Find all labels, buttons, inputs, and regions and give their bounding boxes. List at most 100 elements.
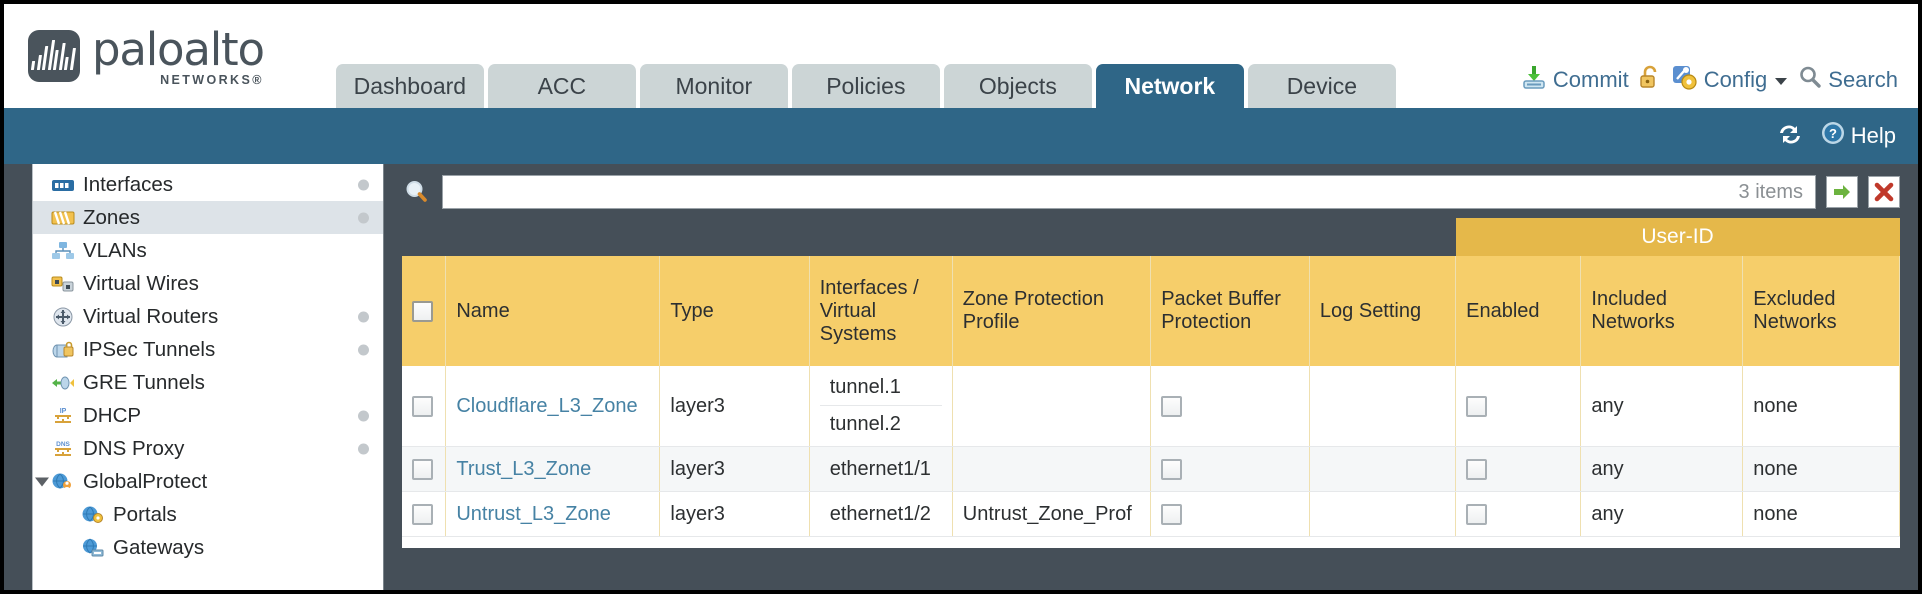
- userid-enabled-checkbox[interactable]: [1466, 395, 1488, 417]
- row-checkbox[interactable]: [412, 503, 433, 525]
- chevron-down-icon[interactable]: [35, 477, 49, 486]
- tab-device[interactable]: Device: [1247, 64, 1396, 108]
- column-header-zone-protection-profile[interactable]: Zone Protection Profile: [952, 256, 1152, 366]
- paloalto-bars-logo-icon: [28, 30, 80, 83]
- column-header-label: Included Networks: [1591, 288, 1675, 333]
- zone-name-link[interactable]: Untrust_L3_Zone: [456, 502, 611, 525]
- sidebar-item-vlans[interactable]: VLANs: [33, 234, 383, 267]
- refresh-icon[interactable]: [1776, 121, 1804, 152]
- zone-name-link[interactable]: Cloudflare_L3_Zone: [456, 394, 638, 417]
- apply-filter-button[interactable]: [1826, 176, 1858, 208]
- sidebar-item-label: Virtual Routers: [83, 304, 219, 328]
- row-checkbox[interactable]: [412, 395, 433, 417]
- sidebar-status-dot: [358, 311, 369, 322]
- sidebar-item-gateways[interactable]: Gateways: [33, 531, 383, 564]
- tab-label: Device: [1286, 72, 1357, 99]
- column-header-type[interactable]: Type: [659, 256, 810, 366]
- userid-enabled-checkbox[interactable]: [1466, 458, 1488, 480]
- zone-protection-profile-cell: Untrust_Zone_Prof: [952, 491, 1152, 537]
- sidebar-item-label: DHCP: [83, 403, 142, 427]
- column-header-label: Name: [456, 299, 510, 322]
- interface-value: tunnel.2: [829, 412, 901, 435]
- search-button[interactable]: Search: [1798, 65, 1898, 95]
- sidebar-item-label: VLANs: [83, 238, 147, 262]
- column-header-name[interactable]: Name: [445, 256, 661, 366]
- packet-buffer-protection-checkbox[interactable]: [1161, 395, 1183, 417]
- zone-protection-profile-cell: [952, 446, 1152, 492]
- interface-item: ethernet1/1: [820, 451, 942, 487]
- search-field-wrapper[interactable]: 3 items: [442, 175, 1816, 209]
- column-header-excluded-networks[interactable]: Excluded Networks: [1742, 256, 1900, 366]
- commit-button[interactable]: Commit: [1521, 64, 1629, 96]
- tab-acc[interactable]: ACC: [487, 64, 636, 108]
- packet-buffer-protection-checkbox[interactable]: [1161, 503, 1183, 525]
- zone-type-cell: layer3: [659, 446, 810, 492]
- sidebar-item-virtual-wires[interactable]: Virtual Wires: [33, 267, 383, 300]
- column-header-packet-buffer-protection[interactable]: Packet Buffer Protection: [1150, 256, 1310, 366]
- select-all-header: [402, 256, 447, 366]
- column-header-included-networks[interactable]: Included Networks: [1580, 256, 1744, 366]
- sidebar-status-dot: [358, 344, 369, 355]
- column-header-log-setting[interactable]: Log Setting: [1309, 256, 1457, 366]
- gateways-icon: [81, 538, 105, 558]
- sidebar-item-interfaces[interactable]: Interfaces: [33, 168, 383, 201]
- tab-monitor[interactable]: Monitor: [639, 64, 788, 108]
- sidebar-item-ipsec-tunnels[interactable]: IPSec Tunnels: [33, 333, 383, 366]
- tab-objects[interactable]: Objects: [943, 64, 1092, 108]
- sidebar-item-gre-tunnels[interactable]: GRE Tunnels: [33, 366, 383, 399]
- virtual-wires-icon: [51, 274, 75, 294]
- row-select-cell: [402, 366, 447, 447]
- row-checkbox[interactable]: [412, 458, 433, 480]
- sidebar-item-portals[interactable]: Portals: [33, 498, 383, 531]
- sidebar-status-dot: [358, 443, 369, 454]
- zone-interfaces-cell: ethernet1/2: [809, 491, 953, 537]
- config-menu[interactable]: Config: [1671, 64, 1790, 96]
- interfaces-icon: [51, 175, 75, 195]
- sidebar-item-zones[interactable]: Zones: [33, 201, 383, 234]
- help-button[interactable]: ? Help: [1820, 120, 1896, 152]
- tab-label: Monitor: [675, 72, 753, 99]
- sidebar-item-globalprotect[interactable]: GlobalProtect: [33, 465, 383, 498]
- sidebar-status-dot: [358, 212, 369, 223]
- excluded-networks-value: none: [1753, 394, 1798, 417]
- log-setting-cell: [1309, 366, 1457, 447]
- column-header-interfaces-virtual-systems[interactable]: Interfaces / Virtual Systems: [809, 256, 953, 366]
- table-search-icon[interactable]: [402, 179, 432, 205]
- commit-save-icon: [1521, 64, 1547, 96]
- unlock-button[interactable]: [1638, 64, 1662, 96]
- sidebar-item-label: Portals: [113, 502, 177, 526]
- zone-name-link[interactable]: Trust_L3_Zone: [456, 457, 592, 480]
- userid-enabled-checkbox[interactable]: [1466, 503, 1488, 525]
- tab-network[interactable]: Network: [1095, 64, 1244, 108]
- packet-buffer-protection-checkbox[interactable]: [1161, 458, 1183, 480]
- select-all-checkbox[interactable]: [412, 300, 433, 322]
- sidebar-status-dot: [358, 410, 369, 421]
- config-key-icon: [1671, 64, 1698, 96]
- interface-item: ethernet1/2: [820, 496, 942, 532]
- sidebar-item-virtual-routers[interactable]: Virtual Routers: [33, 300, 383, 333]
- column-header-label: Zone Protection Profile: [962, 288, 1104, 333]
- tab-dashboard[interactable]: Dashboard: [335, 64, 484, 108]
- column-header-enabled[interactable]: Enabled: [1455, 256, 1582, 366]
- log-setting-cell: [1309, 446, 1457, 492]
- interface-value: ethernet1/1: [829, 457, 931, 480]
- clear-filter-button[interactable]: [1868, 176, 1900, 208]
- brand-logo: paloalto NETWORKS®: [4, 27, 265, 109]
- sidebar-status-dot: [358, 179, 369, 190]
- tab-policies[interactable]: Policies: [791, 64, 940, 108]
- search-input[interactable]: [443, 177, 1739, 207]
- search-label: Search: [1828, 67, 1898, 92]
- included-networks-value: any: [1591, 457, 1624, 480]
- included-networks-cell: any: [1580, 491, 1744, 537]
- column-header-label: Type: [670, 299, 714, 322]
